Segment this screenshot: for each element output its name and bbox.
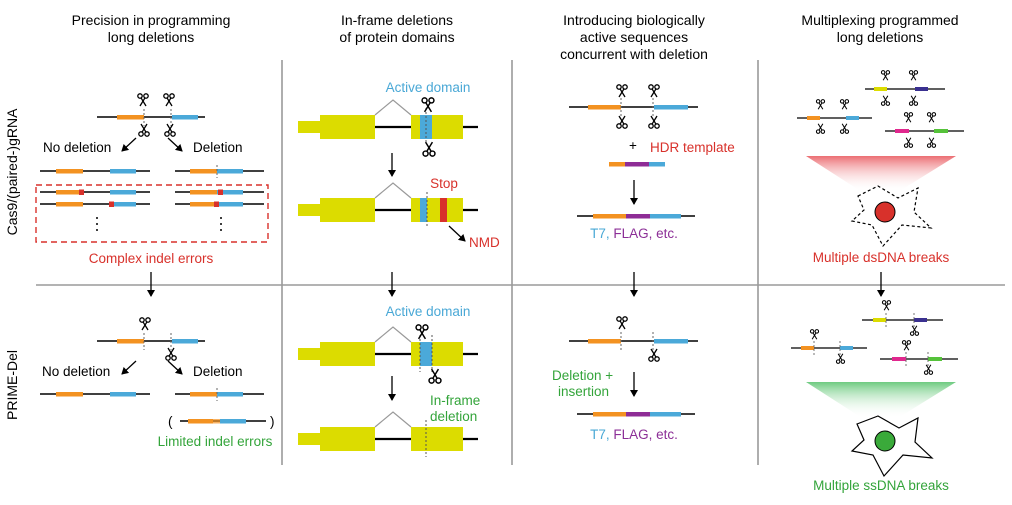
- plus-sign: +: [629, 138, 637, 153]
- tag-t7-2: T7,: [590, 427, 610, 442]
- col4-top: Multiple dsDNA breaks: [797, 70, 964, 297]
- scissors-icon: [415, 324, 429, 340]
- tag-flag-2: FLAG,: [613, 427, 652, 442]
- paren-close: ): [270, 414, 275, 429]
- col4-title-line2: long deletions: [837, 29, 923, 45]
- arrow-icon: [448, 225, 466, 242]
- scissors-icon: [923, 364, 934, 375]
- col3-title-line3: concurrent with deletion: [560, 46, 708, 62]
- col2-bottom: Active domain In-frame deletion: [298, 304, 480, 457]
- col3-top: + HDR template T7, FLAG, etc.: [569, 84, 735, 297]
- row-label-prime-del: PRIME-Del: [4, 350, 20, 420]
- col3-title-line2: active sequences: [580, 29, 688, 45]
- limited-indel-errors-label: Limited indel errors: [158, 434, 273, 449]
- scissors-icon: [880, 95, 891, 106]
- deletion-label: Deletion: [193, 140, 243, 155]
- scissors-icon: [903, 137, 914, 148]
- nucleus-red: [874, 201, 896, 223]
- col1-title-line2: long deletions: [108, 29, 194, 45]
- scissors-icon: [428, 368, 442, 384]
- scissors-icon: [648, 84, 660, 98]
- paren-open: (: [168, 414, 173, 429]
- col2-title-line2: of protein domains: [339, 29, 454, 45]
- scissors-icon: [901, 340, 912, 351]
- tag-etc: etc.: [656, 226, 678, 241]
- col4-bottom: Multiple ssDNA breaks: [791, 300, 958, 493]
- col3-title-line1: Introducing biologically: [563, 12, 705, 28]
- active-domain-label: Active domain: [386, 80, 471, 95]
- scissors-icon: [164, 123, 176, 137]
- scissors-icon: [839, 99, 850, 110]
- no-deletion-label-2: No deletion: [42, 364, 110, 379]
- scissors-icon: [163, 93, 175, 107]
- row-label-cas9: Cas9/(paired-)gRNA: [4, 108, 20, 235]
- stop-label: Stop: [430, 176, 458, 191]
- col2-top: Active domain Stop NMD: [298, 80, 500, 297]
- scissors-icon: [881, 300, 892, 311]
- arrow-icon: [167, 360, 183, 375]
- scissors-icon: [616, 115, 628, 129]
- indel-error-box: [35, 184, 269, 243]
- scissors-icon: [908, 95, 919, 106]
- scissors-icon: [815, 123, 826, 134]
- tag-etc-2: etc.: [656, 427, 678, 442]
- scissors-icon: [648, 348, 660, 362]
- complex-indel-errors-label: Complex indel errors: [89, 251, 214, 266]
- scissors-icon: [137, 93, 149, 107]
- col1-bottom: No deletion Deletion ( ) Limited indel e…: [40, 317, 275, 449]
- scissors-icon: [909, 325, 920, 336]
- scissors-icon: [421, 97, 435, 113]
- deletion-insertion-line2: insertion: [558, 384, 609, 399]
- scissors-icon: [809, 329, 820, 340]
- arrow-icon: [121, 137, 137, 152]
- nucleus-green: [874, 430, 896, 452]
- arrow-icon: [121, 360, 137, 375]
- scissors-icon: [616, 84, 628, 98]
- col4-title-line1: Multiplexing programmed: [801, 12, 958, 28]
- col1-top: No deletion Deletion Complex indel erro: [35, 93, 269, 297]
- in-frame-label-line2: deletion: [430, 409, 477, 424]
- col2-title-line1: In-frame deletions: [341, 12, 453, 28]
- scissors-icon: [880, 70, 891, 81]
- tag-flag: FLAG,: [613, 226, 652, 241]
- col3-bottom: Deletion + insertion T7, FLAG, etc.: [552, 316, 698, 442]
- column-headers: Precision in programming long deletions …: [72, 12, 959, 62]
- tags-label-bottom: T7, FLAG, etc.: [590, 427, 678, 442]
- scissors-icon: [815, 99, 826, 110]
- scissors-icon: [616, 316, 628, 330]
- scissors-icon: [903, 112, 914, 123]
- scissors-icon: [908, 70, 919, 81]
- multiple-dsdna-label: Multiple dsDNA breaks: [813, 250, 950, 265]
- scissors-icon: [926, 137, 937, 148]
- scissors-icon: [648, 115, 660, 129]
- arrow-icon: [167, 137, 183, 152]
- scissors-icon: [835, 353, 846, 364]
- scissors-icon: [139, 317, 151, 331]
- active-domain-label-2: Active domain: [386, 304, 471, 319]
- nmd-label: NMD: [469, 235, 500, 250]
- deletion-label-2: Deletion: [193, 364, 243, 379]
- no-deletion-label: No deletion: [43, 140, 111, 155]
- tags-label-top: T7, FLAG, etc.: [590, 226, 678, 241]
- grid: [36, 60, 1005, 465]
- deletion-insertion-line1: Deletion +: [552, 368, 613, 383]
- scissors-icon: [839, 123, 850, 134]
- scissors-icon: [422, 141, 436, 157]
- hdr-template-label: HDR template: [650, 140, 735, 155]
- scissors-icon: [926, 112, 937, 123]
- in-frame-label-line1: In-frame: [430, 393, 480, 408]
- tag-t7: T7,: [590, 226, 610, 241]
- multiple-ssdna-label: Multiple ssDNA breaks: [813, 478, 949, 493]
- col1-title-line1: Precision in programming: [72, 12, 231, 28]
